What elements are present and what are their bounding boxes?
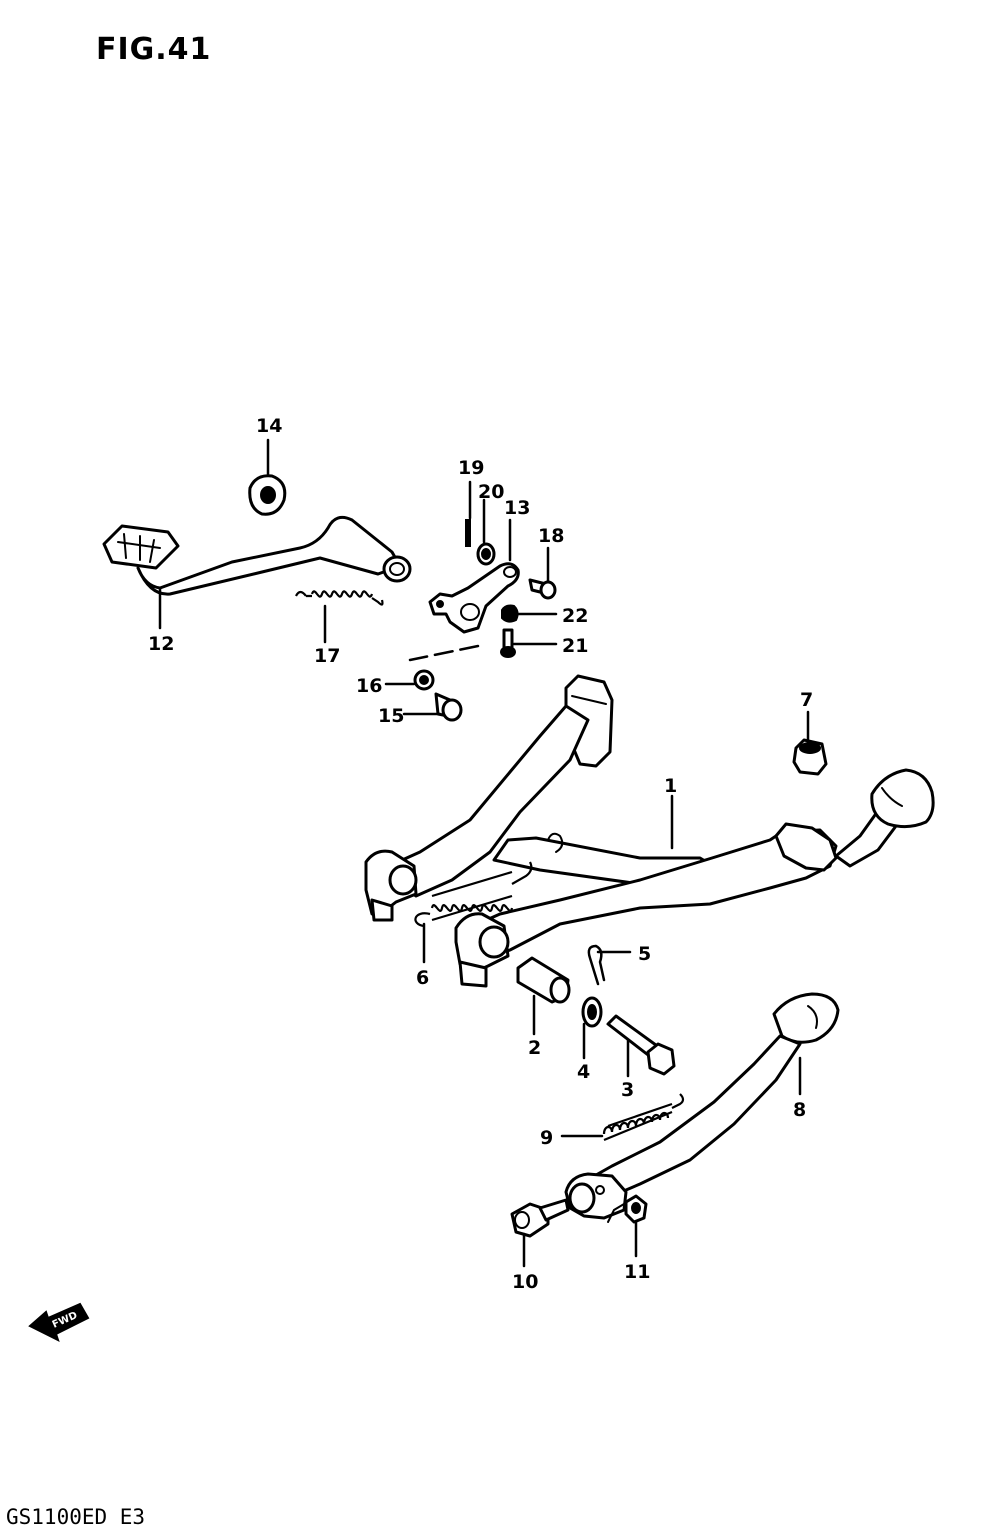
part-21-screw (500, 628, 516, 658)
callout-21: 21 (562, 635, 588, 657)
part-1-center-stand (364, 674, 935, 988)
figure-title: FIG.41 (96, 32, 212, 67)
part-17-spring (295, 590, 384, 606)
part-7-stopper (792, 738, 828, 776)
callout-10: 10 (512, 1271, 538, 1293)
part-15-bolt (434, 692, 463, 722)
part-19-pin (465, 519, 471, 547)
callout-3: 3 (621, 1079, 634, 1101)
callout-19: 19 (458, 457, 484, 479)
callout-20: 20 (478, 481, 504, 503)
callout-6: 6 (416, 967, 429, 989)
part-11-nut (624, 1194, 648, 1224)
part-14-nut (248, 474, 287, 516)
callout-12: 12 (148, 633, 174, 655)
part-8-stand-arm (564, 992, 840, 1223)
part-20-washer (476, 542, 496, 566)
callout-18: 18 (538, 525, 564, 547)
part-3-pivot-bolt (606, 1014, 676, 1076)
callout-13: 13 (504, 497, 530, 519)
callout-8: 8 (793, 1099, 806, 1121)
part-16-washer (413, 669, 435, 691)
callout-17: 17 (314, 645, 340, 667)
part-4-washer (581, 996, 603, 1028)
part-12-brake-pedal (102, 515, 412, 596)
callout-15: 15 (378, 705, 404, 727)
callout-7: 7 (800, 689, 813, 711)
part-9-spring (602, 1093, 685, 1142)
part-2-spacer (516, 956, 571, 1004)
callout-5: 5 (638, 943, 651, 965)
fwd-arrow-icon: FWD (28, 1302, 90, 1342)
part-22-nut (501, 604, 519, 623)
part-6-spring (414, 861, 533, 928)
callout-2: 2 (528, 1037, 541, 1059)
part-18-bolt (528, 578, 557, 600)
assembly-line (408, 644, 480, 662)
part-10-bolt (510, 1198, 570, 1238)
callout-9: 9 (540, 1127, 553, 1149)
callout-14: 14 (256, 415, 282, 437)
model-code: GS1100ED E3 (6, 1505, 146, 1529)
part-13-link (428, 562, 520, 634)
callout-11: 11 (624, 1261, 650, 1283)
callout-1: 1 (664, 775, 677, 797)
callout-4: 4 (577, 1061, 590, 1083)
callout-16: 16 (356, 675, 382, 697)
callout-22: 22 (562, 605, 588, 627)
